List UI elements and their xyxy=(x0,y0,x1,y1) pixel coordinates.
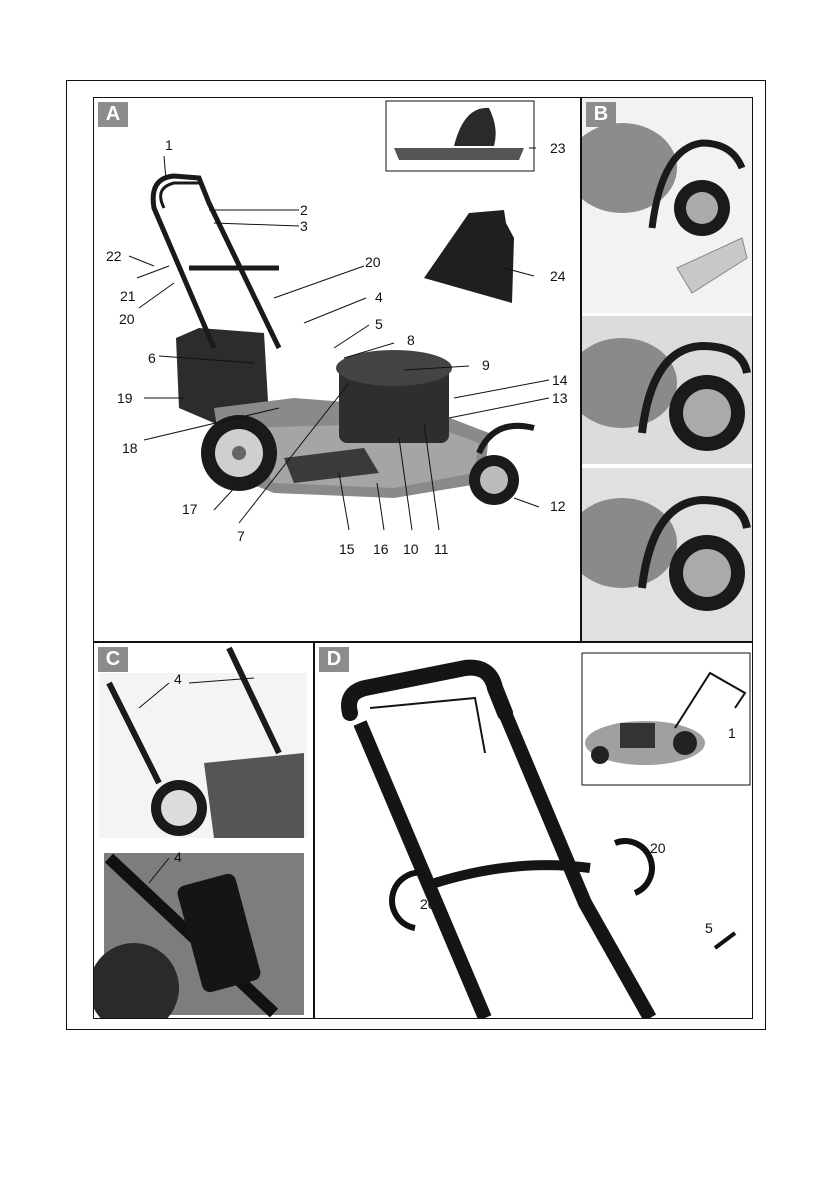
panel-d: D 1 20 20 5 xyxy=(314,642,753,1019)
callout-a-2: 2 xyxy=(300,202,308,218)
panel-a: A xyxy=(93,97,581,642)
callout-a-24: 24 xyxy=(550,268,566,284)
callout-c-4a: 4 xyxy=(174,671,182,687)
callout-a-1: 1 xyxy=(165,137,173,153)
callout-a-3: 3 xyxy=(300,218,308,234)
panel-b-drawing xyxy=(582,98,753,642)
panel-c-badge: C xyxy=(98,647,128,672)
callout-a-8: 8 xyxy=(407,332,415,348)
callout-d-5: 5 xyxy=(705,920,713,936)
callout-a-17: 17 xyxy=(182,501,198,517)
callout-a-4: 4 xyxy=(375,289,383,305)
callout-d-20b: 20 xyxy=(420,896,436,912)
panel-b: B xyxy=(581,97,753,642)
panel-d-drawing xyxy=(315,643,753,1019)
callout-a-11: 11 xyxy=(434,541,449,557)
callout-a-16: 16 xyxy=(373,541,389,557)
callout-a-21: 21 xyxy=(120,288,136,304)
callout-a-12: 12 xyxy=(550,498,566,514)
callout-a-7: 7 xyxy=(237,528,245,544)
callout-a-6: 6 xyxy=(148,350,156,366)
panel-b-badge: B xyxy=(586,102,616,127)
callout-a-23: 23 xyxy=(550,140,566,156)
callout-a-9: 9 xyxy=(482,357,490,373)
callout-a-14: 14 xyxy=(552,372,568,388)
callout-a-10: 10 xyxy=(403,541,419,557)
callout-a-19: 19 xyxy=(117,390,133,406)
callout-a-20a: 20 xyxy=(119,311,135,327)
callout-c-4b: 4 xyxy=(174,849,182,865)
callout-d-20a: 20 xyxy=(650,840,666,856)
figure-frame: A xyxy=(66,80,766,1030)
callout-a-13: 13 xyxy=(552,390,568,406)
panel-a-drawing xyxy=(94,98,581,642)
callout-a-5: 5 xyxy=(375,316,383,332)
panel-c-drawing xyxy=(94,643,314,1019)
callout-a-18: 18 xyxy=(122,440,138,456)
callout-d-1: 1 xyxy=(728,725,736,741)
callout-a-22: 22 xyxy=(106,248,122,264)
panel-c: C 4 4 xyxy=(93,642,314,1019)
panel-d-badge: D xyxy=(319,647,349,672)
callout-a-20b: 20 xyxy=(365,254,381,270)
callout-a-15: 15 xyxy=(339,541,355,557)
